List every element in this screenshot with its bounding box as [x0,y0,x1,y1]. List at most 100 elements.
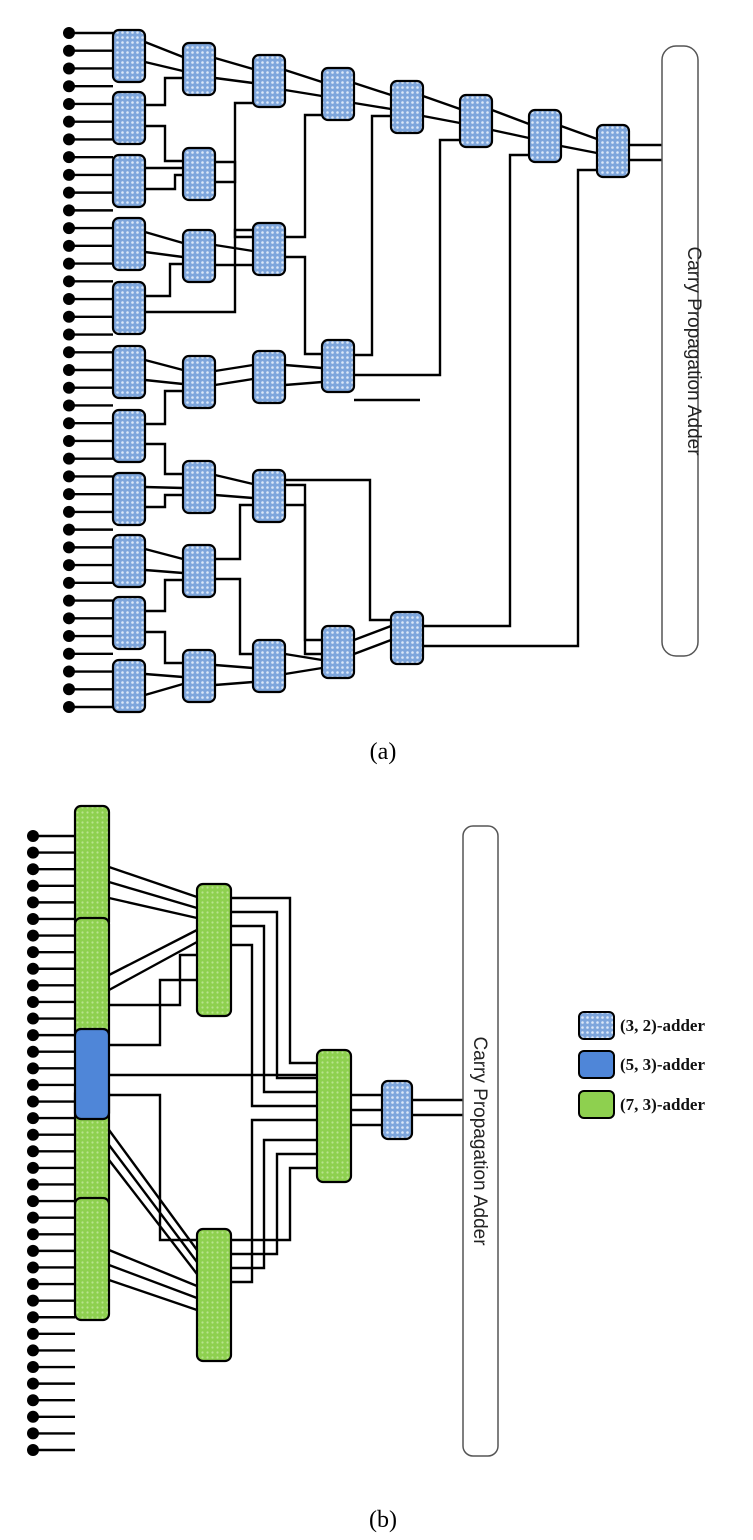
a-input-dot [63,364,75,376]
a-input-dot [63,44,75,57]
a-wire [215,160,253,239]
b-wire [109,978,197,1047]
b-input-dot [27,1278,39,1291]
a-wire [145,124,183,163]
b-wire [108,896,198,920]
b-input-dot [27,1361,39,1374]
a-wire [284,88,323,98]
b-input-dot [27,896,39,909]
a-wire [214,56,254,71]
a-input-dot [63,239,75,252]
b-input-dot [27,1128,39,1141]
a-input-dot [63,576,75,589]
legend: (3, 2)-adder (5, 3)-adder (7, 3)-adder [578,1011,705,1119]
a-input-dot [63,452,75,465]
a-input-dot [63,328,75,341]
b-input-dot [27,1045,39,1058]
b-wire [231,924,317,1094]
b-input-dot [27,1377,39,1390]
b-input-dot [27,1078,39,1091]
adder73-block [195,1227,233,1363]
a-wire [215,577,253,656]
b-wire [108,865,198,899]
adder32-block [527,108,563,164]
b-input-dot [27,1211,39,1224]
b-input-dot [27,1344,39,1357]
b-input-dot [27,1311,39,1324]
diagram-b: Carry Propagation Adder (b) [27,804,499,1533]
a-wire [144,60,184,73]
a-input-dot [63,523,75,536]
adder73-block [73,916,111,1042]
adder32-block [111,658,147,714]
a-input-dot [63,399,75,412]
legend-item-adder73: (7, 3)-adder [578,1090,705,1119]
adder53-block [73,1027,111,1121]
b-wire [231,943,317,1108]
adder73-block [315,1048,353,1184]
a-wire [423,168,597,648]
legend-item-adder32: (3, 2)-adder [578,1011,705,1040]
a-wire [144,358,184,372]
a-wire [144,682,184,697]
adder32-block [458,93,494,149]
a-wire [422,114,461,125]
a-wire [144,485,184,490]
b-wire [108,940,198,992]
a-input-dot [63,505,75,518]
a-input-dot [63,559,75,572]
adder32-block [251,53,287,109]
b-wire [108,1278,198,1312]
b-input-dot [27,929,39,942]
a-wire [284,68,323,84]
a-wire [214,473,254,486]
adder32-block [111,28,147,84]
a-wire [214,243,254,253]
adder32-block [111,533,147,589]
a-wire [353,638,392,656]
b-input-dot [27,1062,39,1075]
a-input-dot [63,115,75,128]
adder32-block [251,221,287,277]
b-input-dot [27,1029,39,1042]
a-input-dot [63,97,75,110]
b-input-dot [27,995,39,1008]
adder32-block [111,216,147,272]
b-wire [108,928,198,977]
a-input-dot [63,434,75,447]
a-input-dot [63,701,75,713]
b-input-dot [27,1112,39,1125]
a-input-dot [63,275,75,288]
a-wire [145,262,183,298]
a-wire [284,363,323,370]
a-wire [285,113,322,239]
adder32-block [181,354,217,410]
a-wire [285,483,322,642]
a-wire [144,250,184,259]
adder32-block [181,459,217,515]
b-input-dot [27,1294,39,1307]
a-wire [144,40,184,59]
carry-propagation-adder-a [661,45,699,657]
adder73-block [73,804,111,930]
a-input-dot [63,647,75,660]
adder32-block [389,79,425,135]
a-wire [144,672,184,679]
a-wire [284,652,323,662]
a-wire [215,503,253,561]
a-wire [560,144,598,155]
caption-a: (a) [370,739,397,765]
adder32-block [111,471,147,527]
adder32-block [111,344,147,400]
b-input-dot [27,912,39,925]
adder32-block [181,41,217,97]
adder73-block [195,882,233,1018]
a-wire [353,81,392,97]
adder32-block [111,595,147,651]
b-input-dot [27,846,39,859]
cpa-label-a: Carry Propagation Adder [683,246,704,456]
a-wire [214,663,254,670]
a-input-dot [63,222,75,235]
b-input-dot [27,1161,39,1174]
a-wire [423,153,529,628]
